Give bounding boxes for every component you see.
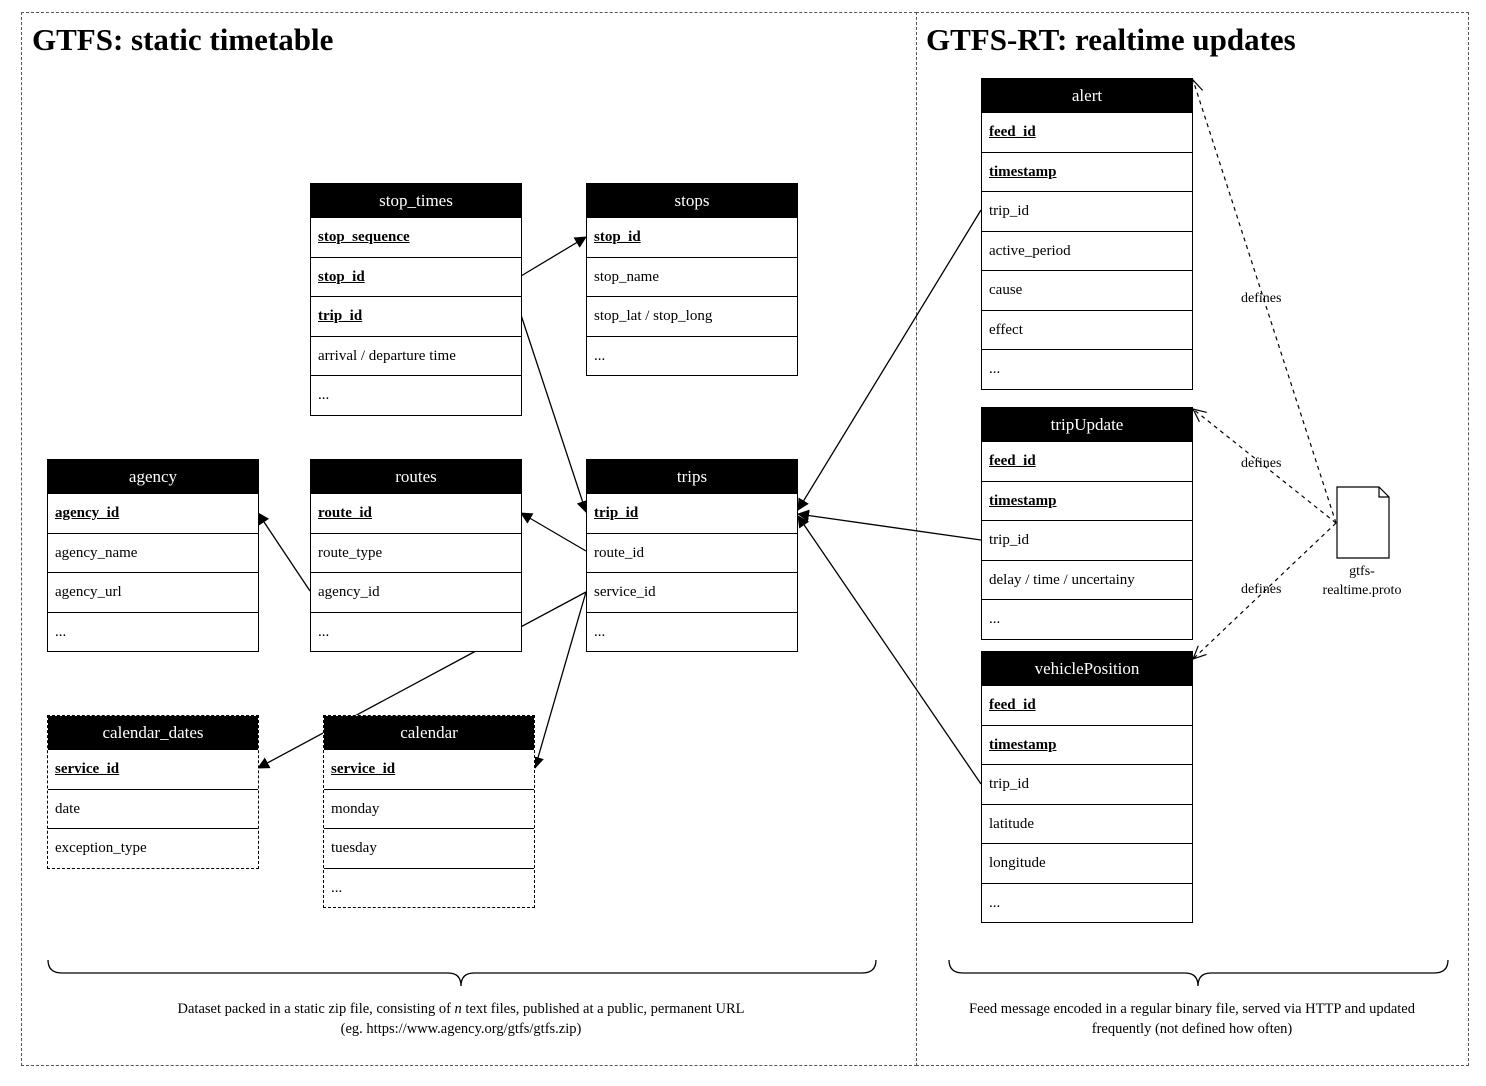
defines-label-trip-update: defines bbox=[1241, 456, 1282, 471]
table-title: routes bbox=[311, 460, 521, 493]
proto-file-label-line1: gtfs- bbox=[1349, 564, 1375, 579]
field-longitude: longitude bbox=[982, 843, 1192, 883]
field-route-type: route_type bbox=[311, 532, 521, 573]
table-title: stops bbox=[587, 184, 797, 217]
field-more: ... bbox=[311, 611, 521, 652]
field-more: ... bbox=[587, 611, 797, 652]
field-agency-id: agency_id bbox=[311, 572, 521, 612]
link-vehicleposition-trips bbox=[797, 515, 982, 785]
table-title: vehiclePosition bbox=[982, 652, 1192, 685]
defines-vehicleposition-link bbox=[1193, 522, 1337, 659]
field-service-id: service_id bbox=[587, 572, 797, 612]
field-more: ... bbox=[982, 882, 1192, 923]
table-agency: agency agency_id agency_name agency_url … bbox=[47, 459, 259, 652]
field-arrival-departure: arrival / departure time bbox=[311, 335, 521, 376]
table-calendar: calendar service_id monday tuesday ... bbox=[323, 715, 535, 908]
field-feed-id: feed_id bbox=[982, 112, 1192, 152]
realtime-panel bbox=[916, 12, 1469, 1066]
link-stoptimes-stops bbox=[520, 236, 587, 277]
table-trips: trips trip_id route_id service_id ... bbox=[586, 459, 798, 652]
field-stop-sequence: stop_sequence bbox=[311, 217, 521, 257]
field-service-id: service_id bbox=[48, 749, 258, 789]
field-agency-id: agency_id bbox=[48, 493, 258, 533]
field-more: ... bbox=[48, 611, 258, 652]
table-vehicle-position: vehiclePosition feed_id timestamp trip_i… bbox=[981, 651, 1193, 923]
field-timestamp: timestamp bbox=[982, 724, 1192, 765]
field-more: ... bbox=[982, 599, 1192, 639]
field-stop-name: stop_name bbox=[587, 256, 797, 297]
field-trip-id: trip_id bbox=[982, 191, 1192, 231]
field-active-period: active_period bbox=[982, 230, 1192, 271]
static-panel-title: GTFS: static timetable bbox=[32, 22, 334, 57]
realtime-note-line2: frequently (not defined how often) bbox=[1091, 1021, 1293, 1037]
field-route-id: route_id bbox=[311, 493, 521, 533]
static-note-line2: (eg. https://www.agency.org/gtfs/gtfs.zi… bbox=[340, 1021, 582, 1037]
defines-label-alert: defines bbox=[1241, 291, 1282, 306]
table-stops: stops stop_id stop_name stop_lat / stop_… bbox=[586, 183, 798, 376]
table-trip-update: tripUpdate feed_id timestamp trip_id del… bbox=[981, 407, 1193, 640]
field-agency-url: agency_url bbox=[48, 572, 258, 612]
link-stoptimes-trips bbox=[520, 314, 589, 513]
link-trips-routes bbox=[520, 512, 587, 552]
field-stop-id: stop_id bbox=[587, 217, 797, 257]
link-routes-agency bbox=[257, 512, 311, 592]
field-date: date bbox=[48, 788, 258, 829]
table-title: alert bbox=[982, 79, 1192, 112]
table-title: trips bbox=[587, 460, 797, 493]
field-latitude: latitude bbox=[982, 803, 1192, 844]
field-trip-id: trip_id bbox=[982, 764, 1192, 804]
link-alert-trips bbox=[797, 209, 982, 511]
realtime-brace bbox=[948, 959, 1449, 987]
field-stop-lat-long: stop_lat / stop_long bbox=[587, 296, 797, 336]
table-stop-times: stop_times stop_sequence stop_id trip_id… bbox=[310, 183, 522, 416]
static-note-line1: Dataset packed in a static zip file, con… bbox=[60, 999, 862, 1019]
table-title: calendar_dates bbox=[48, 716, 258, 749]
field-delay-time-uncertainty: delay / time / uncertainy bbox=[982, 559, 1192, 600]
proto-file-label: gtfs- realtime.proto bbox=[1302, 562, 1422, 600]
field-tuesday: tuesday bbox=[324, 828, 534, 868]
defines-alert-link bbox=[1193, 80, 1337, 524]
field-feed-id: feed_id bbox=[982, 685, 1192, 725]
field-service-id: service_id bbox=[324, 749, 534, 789]
static-note-line1-post: text files, published at a public, perma… bbox=[461, 1001, 745, 1017]
table-title: calendar bbox=[324, 716, 534, 749]
static-note-line1-pre: Dataset packed in a static zip file, con… bbox=[177, 1001, 455, 1017]
defines-tripupdate-link bbox=[1193, 409, 1337, 524]
link-trips-calendar bbox=[532, 591, 587, 769]
field-more: ... bbox=[982, 349, 1192, 389]
proto-file-label-line2: realtime.proto bbox=[1322, 583, 1402, 598]
field-more: ... bbox=[311, 375, 521, 415]
field-feed-id: feed_id bbox=[982, 441, 1192, 481]
field-timestamp: timestamp bbox=[982, 151, 1192, 192]
field-exception-type: exception_type bbox=[48, 828, 258, 868]
file-icon bbox=[1336, 486, 1390, 559]
field-effect: effect bbox=[982, 309, 1192, 350]
defines-label-vehicle-position: defines bbox=[1241, 582, 1282, 597]
table-title: stop_times bbox=[311, 184, 521, 217]
field-cause: cause bbox=[982, 270, 1192, 310]
field-monday: monday bbox=[324, 788, 534, 829]
field-more: ... bbox=[587, 335, 797, 376]
static-note: Dataset packed in a static zip file, con… bbox=[60, 999, 862, 1039]
table-calendar-dates: calendar_dates service_id date exception… bbox=[47, 715, 259, 869]
table-routes: routes route_id route_type agency_id ... bbox=[310, 459, 522, 652]
field-trip-id: trip_id bbox=[587, 493, 797, 533]
link-tripupdate-trips bbox=[797, 509, 982, 541]
field-agency-name: agency_name bbox=[48, 532, 258, 573]
field-stop-id: stop_id bbox=[311, 256, 521, 297]
static-note-line1-n: n bbox=[454, 1001, 462, 1017]
realtime-note: Feed message encoded in a regular binary… bbox=[926, 999, 1458, 1039]
static-brace bbox=[47, 959, 877, 987]
field-trip-id: trip_id bbox=[982, 520, 1192, 560]
field-trip-id: trip_id bbox=[311, 296, 521, 336]
table-title: tripUpdate bbox=[982, 408, 1192, 441]
table-title: agency bbox=[48, 460, 258, 493]
field-route-id: route_id bbox=[587, 532, 797, 573]
realtime-panel-title: GTFS-RT: realtime updates bbox=[926, 22, 1296, 57]
field-timestamp: timestamp bbox=[982, 480, 1192, 521]
table-alert: alert feed_id timestamp trip_id active_p… bbox=[981, 78, 1193, 390]
field-more: ... bbox=[324, 867, 534, 908]
realtime-note-line1: Feed message encoded in a regular binary… bbox=[969, 1001, 1415, 1017]
